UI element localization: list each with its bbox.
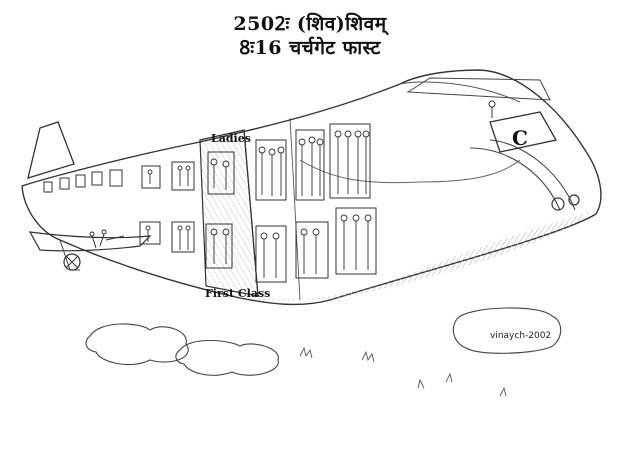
lower-window-row	[139, 207, 377, 283]
passenger-figures	[145, 130, 372, 278]
lower-hull-shading	[240, 212, 590, 301]
roof-passenger	[488, 100, 496, 118]
cockpit-window	[489, 111, 558, 153]
compartment-letter: C	[512, 126, 528, 150]
ladies-compartment	[199, 129, 259, 297]
cloud	[452, 307, 562, 354]
landing-gear	[551, 194, 580, 211]
train-number-title: 2502ः (शिव)शिवम्	[233, 13, 387, 35]
artist-signature: vinaych-2002	[490, 331, 552, 341]
tail-fin	[27, 121, 75, 179]
wing-passengers	[89, 229, 125, 249]
first-class-label: First Class	[205, 287, 271, 300]
ladies-label: Ladies	[211, 132, 251, 145]
roof-hatch	[406, 77, 551, 101]
fuselage	[21, 69, 602, 306]
grass-tufts	[299, 346, 507, 397]
cloud	[175, 340, 279, 376]
train-time-title: 8ः16 चर्चगेट फास्ट	[239, 37, 381, 59]
upper-window-row	[43, 123, 371, 201]
engine-wheel	[63, 253, 81, 271]
cloud	[85, 323, 189, 366]
